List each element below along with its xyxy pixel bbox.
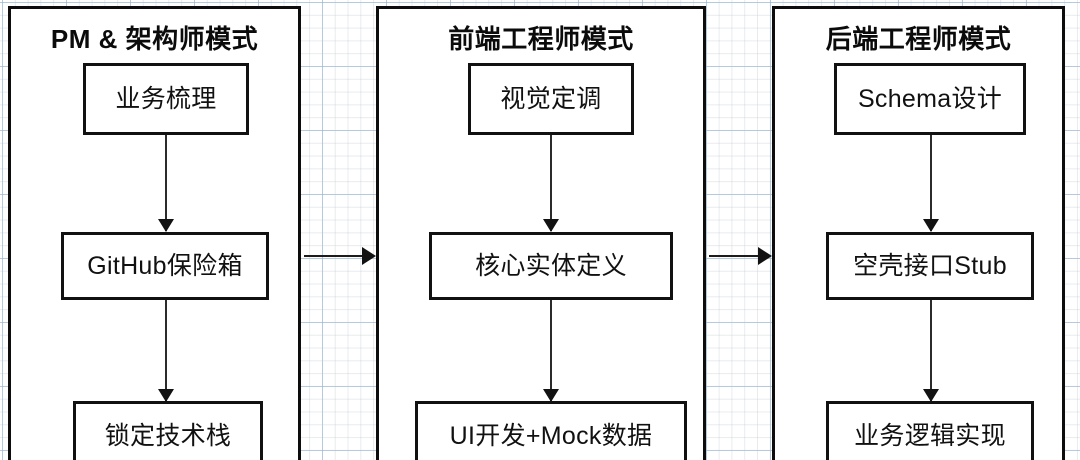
lane-frontend-engineer[interactable]: 前端工程师模式 视觉定调 核心实体定义 UI开发+Mock数据: [376, 6, 706, 460]
node-pm-n1[interactable]: 业务梳理: [83, 63, 249, 135]
node-label: 空壳接口Stub: [853, 251, 1007, 280]
connector-arrow-pm-n2-to-pm-n3: [165, 375, 167, 401]
connector-arrow-fe-n1-to-fe-n2: [550, 205, 552, 231]
lane-pm-architect[interactable]: PM & 架构师模式 业务梳理 GitHub保险箱 锁定技术栈: [8, 6, 301, 460]
lane-title-backend-engineer: 后端工程师模式: [825, 24, 1012, 54]
connector-stub-fe-n1: [550, 135, 552, 231]
connector-arrow-pm-n1-to-pm-n2: [165, 205, 167, 231]
connector-stub-be-n1: [930, 135, 932, 231]
node-pm-n2[interactable]: GitHub保险箱: [61, 232, 269, 300]
connector-arrow-fe-n2-to-fe-n3: [550, 375, 552, 401]
node-label: GitHub保险箱: [87, 251, 243, 280]
lane-backend-engineer[interactable]: 后端工程师模式 Schema设计 空壳接口Stub 业务逻辑实现: [772, 6, 1065, 460]
connector-stub-fe-n2: [550, 300, 552, 401]
connector-stub-be-n2: [930, 300, 932, 401]
node-label: 业务梳理: [115, 84, 217, 113]
node-label: 锁定技术栈: [104, 421, 232, 450]
lane-arrow-pm-to-frontend: [304, 255, 374, 257]
node-label: UI开发+Mock数据: [449, 421, 653, 450]
connector-stub-pm-n2: [165, 300, 167, 401]
node-fe-n3[interactable]: UI开发+Mock数据: [415, 401, 687, 460]
node-label: 核心实体定义: [475, 251, 627, 280]
node-pm-n3[interactable]: 锁定技术栈: [73, 401, 263, 460]
lane-arrow-frontend-to-backend: [709, 255, 770, 257]
node-fe-n1[interactable]: 视觉定调: [468, 63, 634, 135]
node-be-n3[interactable]: 业务逻辑实现: [826, 401, 1034, 460]
connector-arrow-be-n1-to-be-n2: [930, 205, 932, 231]
connector-stub-pm-n1: [165, 135, 167, 231]
node-be-n2[interactable]: 空壳接口Stub: [826, 232, 1034, 300]
node-label: 视觉定调: [500, 84, 602, 113]
connector-arrow-be-n2-to-be-n3: [930, 375, 932, 401]
node-label: Schema设计: [857, 84, 1003, 113]
node-be-n1[interactable]: Schema设计: [834, 63, 1026, 135]
node-fe-n2[interactable]: 核心实体定义: [429, 232, 673, 300]
node-label: 业务逻辑实现: [854, 421, 1006, 450]
lane-title-pm-architect: PM & 架构师模式: [50, 24, 259, 54]
lane-title-frontend-engineer: 前端工程师模式: [448, 24, 634, 54]
